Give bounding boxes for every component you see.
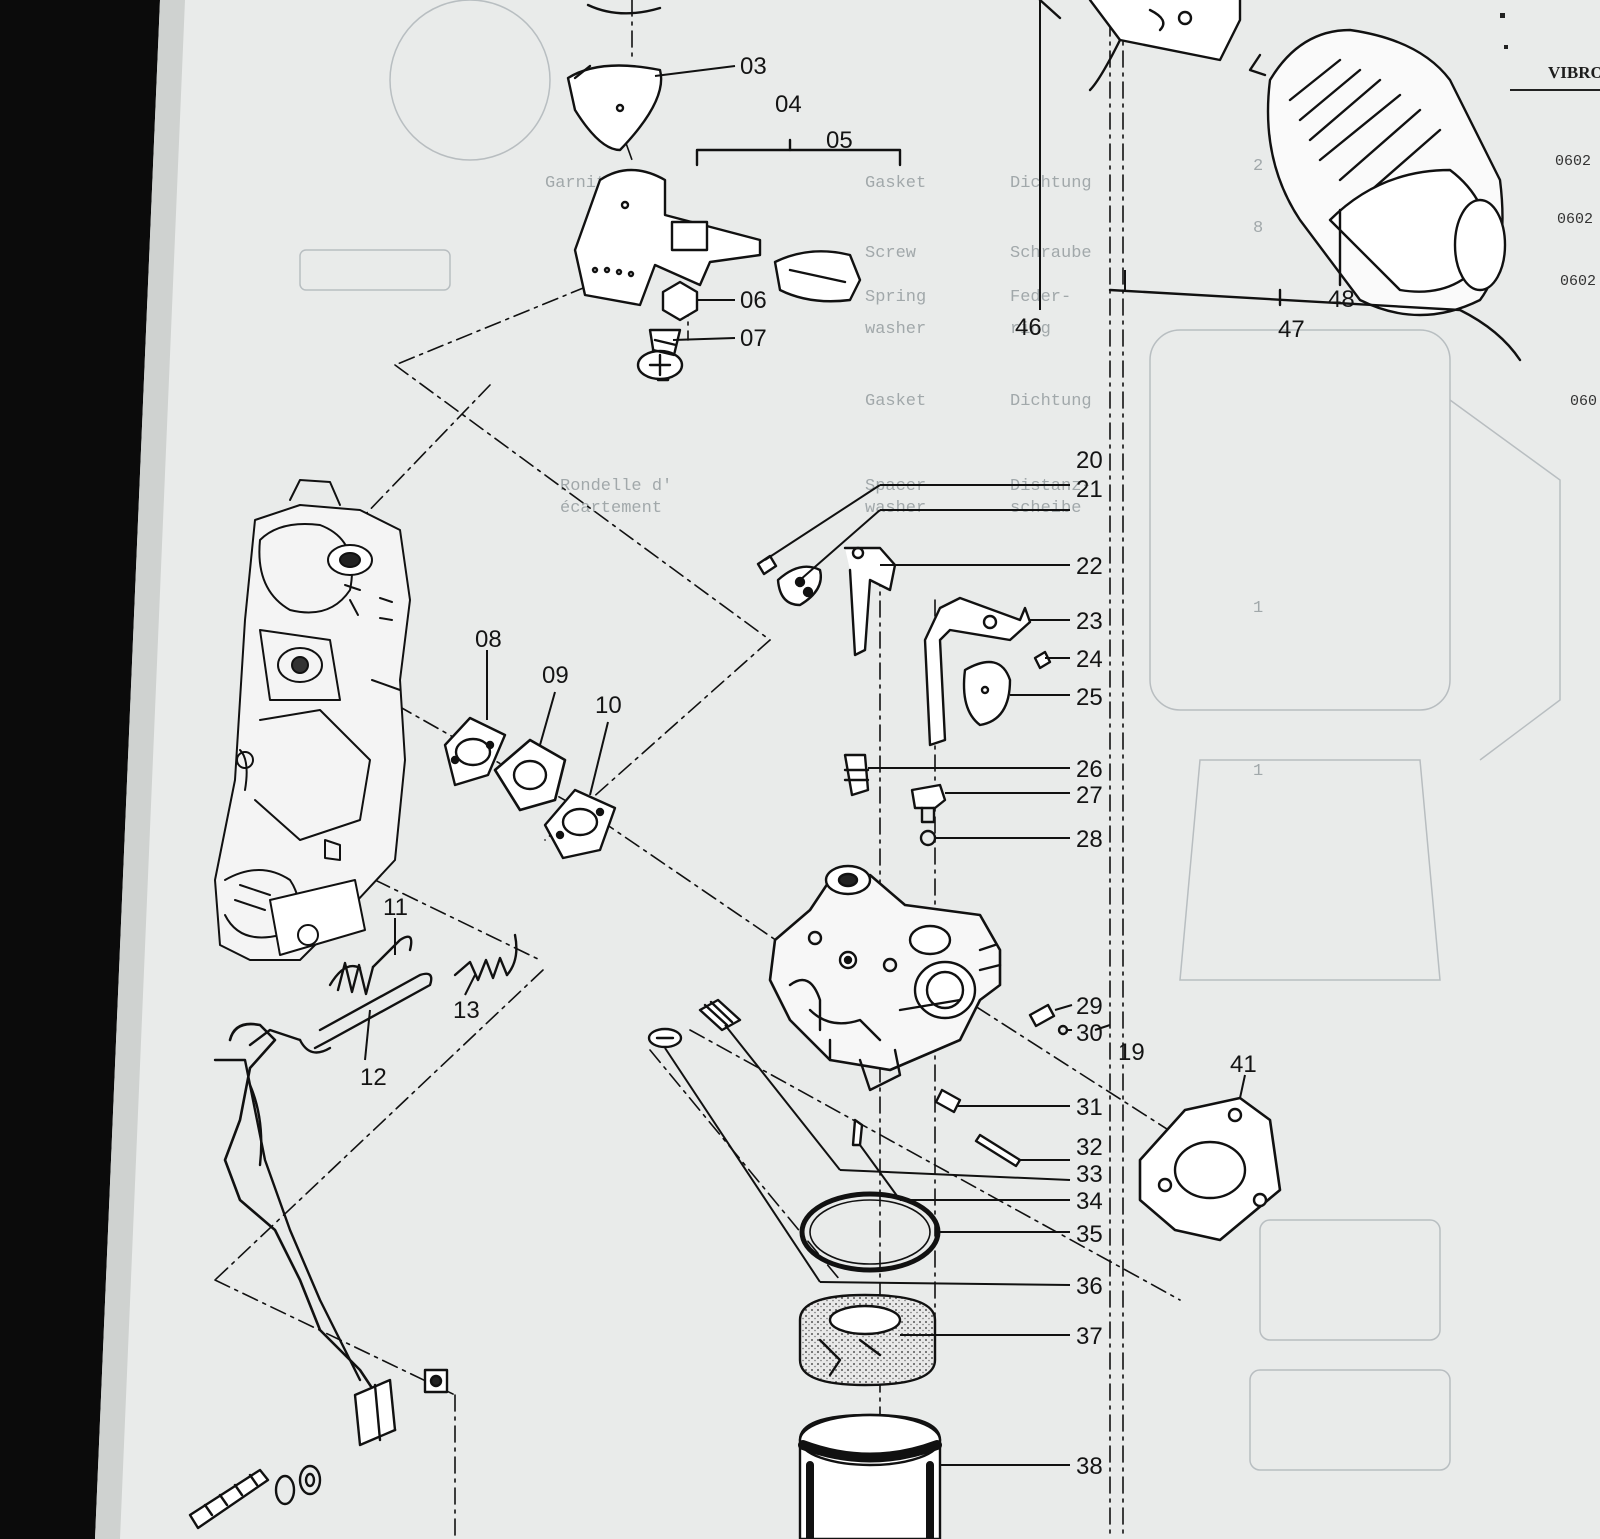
callout: 33: [1076, 1161, 1103, 1188]
svg-text:Rondelle d': Rondelle d': [560, 477, 672, 496]
callout: 32: [1076, 1134, 1103, 1161]
bleed-text-de: Dichtung: [1010, 174, 1092, 193]
svg-text:0602: 0602: [1560, 273, 1596, 290]
svg-text:1: 1: [1253, 762, 1263, 781]
callout: 12: [360, 1064, 387, 1091]
bleed-text-en: Screw: [865, 244, 917, 263]
bleed-text-en: Gasket: [865, 174, 926, 193]
bleed-text-de: Schraube: [1010, 244, 1092, 263]
bleed-text-de: scheibe: [1010, 499, 1081, 518]
callout: 46: [1015, 314, 1042, 341]
svg-text:060: 060: [1570, 393, 1597, 410]
callout: 34: [1076, 1188, 1103, 1215]
svg-text:2: 2: [1253, 157, 1263, 176]
exploded-view-drawing: [188, 0, 1522, 1539]
facing-page-edge: VIBRO 0602 0602 0602 060: [1500, 13, 1600, 410]
part-callouts: 03 04 05 06 07 08 09 10 11 12 13 19 20 2…: [360, 53, 1355, 1480]
callout: 09: [542, 662, 569, 689]
callout: 29: [1076, 993, 1103, 1020]
callout: 21: [1076, 476, 1103, 503]
callout: 35: [1076, 1221, 1103, 1248]
callout: 26: [1076, 756, 1103, 783]
callout: 11: [383, 894, 408, 921]
svg-text:1: 1: [1253, 599, 1263, 618]
callout: 41: [1230, 1051, 1257, 1078]
callout: 06: [740, 287, 767, 314]
callout: 08: [475, 626, 502, 653]
callout: 23: [1076, 608, 1103, 635]
bleed-text-en: Spring: [865, 288, 926, 307]
callout: 04: [775, 91, 802, 118]
callout: 27: [1076, 782, 1103, 809]
svg-text:8: 8: [1253, 219, 1263, 238]
bleed-through-text: DichtungGasketSchraubeScrewFeder-Springr…: [299, 0, 1561, 1471]
callout: 30: [1076, 1020, 1103, 1047]
bleed-text-en: washer: [865, 320, 926, 339]
callout: 38: [1076, 1453, 1103, 1480]
svg-text:écartement: écartement: [560, 499, 662, 518]
svg-text:0602: 0602: [1555, 153, 1591, 170]
leader-lines: [364, 0, 1246, 1466]
bleed-text-de: ring: [1010, 320, 1051, 339]
callout: 19: [1118, 1039, 1145, 1066]
callout: 13: [453, 997, 480, 1024]
callout: 03: [740, 53, 767, 80]
callout: 25: [1076, 684, 1103, 711]
callout: 10: [595, 692, 622, 719]
bleed-text-de: Distanz-: [1010, 477, 1092, 496]
callout: 24: [1076, 646, 1103, 673]
callout: 48: [1328, 286, 1355, 313]
bleed-text-en: washer: [865, 499, 926, 518]
bleed-text-en: Gasket: [865, 392, 926, 411]
svg-text:0602: 0602: [1557, 211, 1593, 228]
callout: 36: [1076, 1273, 1103, 1300]
callout: 28: [1076, 826, 1103, 853]
callout: 37: [1076, 1323, 1103, 1350]
svg-text:VIBRO: VIBRO: [1548, 63, 1600, 82]
callout: 31: [1076, 1094, 1103, 1121]
callout: 47: [1278, 316, 1305, 343]
callout: 22: [1076, 553, 1103, 580]
bleed-text-en: Spacer: [865, 477, 926, 496]
bleed-text-de: Dichtung: [1010, 392, 1092, 411]
callout: 05: [826, 127, 853, 154]
callout: 07: [740, 325, 767, 352]
callout: 20: [1076, 447, 1103, 474]
